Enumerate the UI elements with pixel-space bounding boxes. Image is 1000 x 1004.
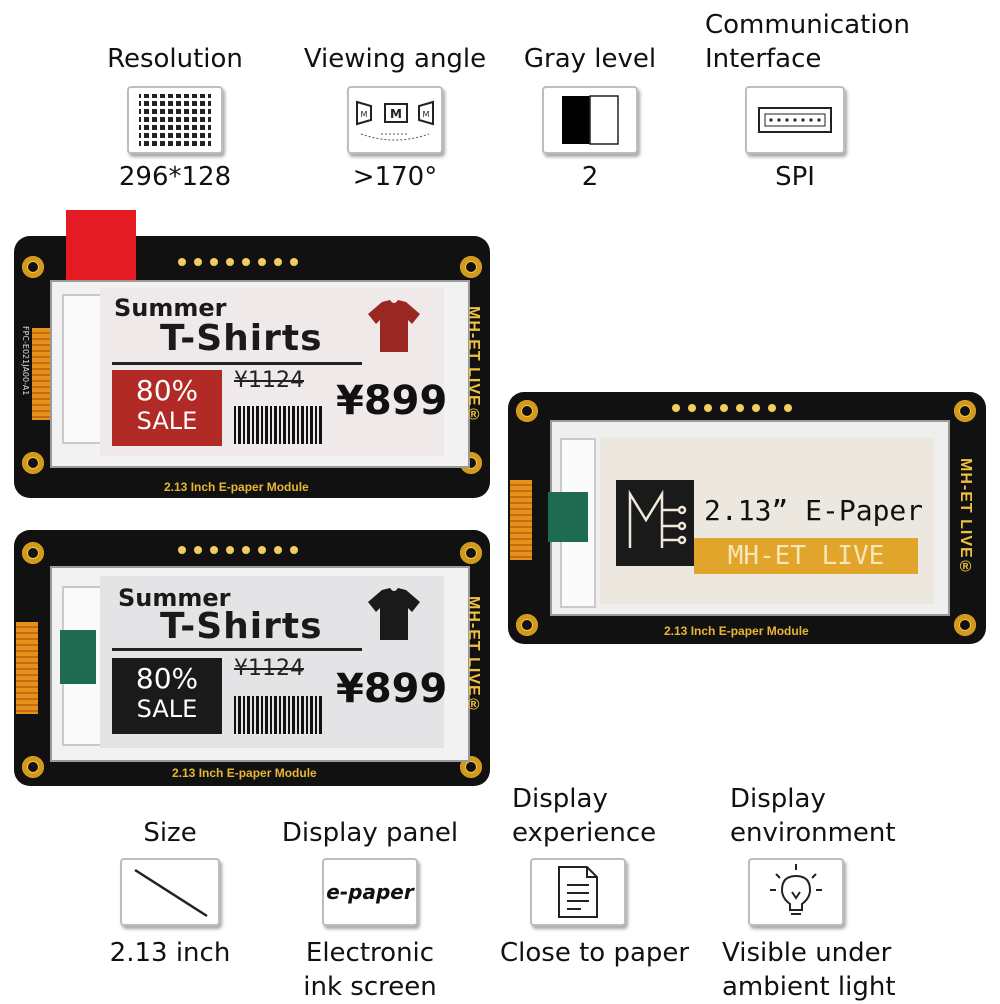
mount-hole — [460, 542, 482, 564]
spec-label: experience — [512, 818, 657, 848]
brand-banner: MH-ET LIVE — [694, 538, 918, 574]
dot-grid-icon — [127, 86, 223, 154]
spec-label: Display panel — [281, 818, 459, 848]
fpc-ribbon — [510, 480, 532, 560]
spec-label: environment — [730, 818, 896, 848]
tshirt-icon — [364, 296, 424, 360]
old-price: ¥1124 — [234, 368, 304, 393]
tshirt-icon — [364, 584, 424, 648]
spec-display-environment: Display environment Visible under ambien… — [722, 782, 912, 1004]
spec-value: Close to paper — [500, 938, 690, 968]
discount-text: 80% — [135, 662, 199, 695]
mount-hole — [954, 614, 976, 636]
red-protective-tab — [66, 210, 136, 280]
gray-level-icon — [542, 86, 638, 154]
headline-tshirts: T-Shirts — [160, 318, 323, 359]
board-label: 2.13 Inch E-paper Module — [164, 480, 309, 494]
spec-label: Communication — [705, 10, 910, 40]
mount-hole — [22, 756, 44, 778]
sale-text: SALE — [136, 695, 198, 723]
diagonal-size-icon — [120, 858, 220, 926]
mount-hole — [22, 452, 44, 474]
spec-value: ink screen — [303, 972, 437, 1002]
mount-hole — [516, 400, 538, 422]
spec-label: Size — [143, 818, 197, 848]
new-price: ¥899 — [336, 666, 448, 712]
old-price: ¥1124 — [234, 656, 304, 681]
headline-summer: Summer — [114, 294, 227, 322]
panel-mount-white — [62, 294, 102, 444]
epaper-module-yellow: 2.13” E-Paper MH-ET LIVE MH-ET LIVE® 2.1… — [508, 392, 986, 644]
e-paper-icon: e-paper — [322, 858, 418, 926]
spec-label: Display — [512, 784, 608, 814]
sale-badge: 80% SALE — [112, 370, 222, 446]
spec-value: Visible under — [722, 938, 892, 968]
discount-text: 80% — [135, 374, 199, 407]
connector-icon — [745, 86, 845, 154]
fpc-label: FPC-E021JA00-A1 — [21, 326, 30, 396]
sale-text: SALE — [136, 407, 198, 435]
board-label: 2.13 Inch E-paper Module — [172, 766, 317, 780]
mount-hole — [954, 400, 976, 422]
spec-value: 2 — [581, 162, 599, 192]
brand-vertical: MH-ET LIVE® — [957, 458, 974, 577]
angle-letter-center: M — [390, 107, 402, 121]
viewing-angle-icon: M M M — [347, 86, 443, 154]
document-icon — [530, 858, 626, 926]
epaper-module-black: Summer T-Shirts 80% SALE ¥1124 ¥899 MH-E… — [14, 530, 490, 786]
angle-letter-right: M — [423, 110, 430, 119]
headline-tshirts: T-Shirts — [160, 606, 323, 647]
display-area: Summer T-Shirts 80% SALE ¥1124 ¥899 — [100, 288, 448, 456]
spec-gray-level: Gray level 2 — [515, 42, 665, 194]
display-area: Summer T-Shirts 80% SALE ¥1124 ¥899 — [100, 576, 448, 748]
headline-summer: Summer — [118, 584, 231, 612]
spec-value: >170° — [352, 162, 438, 192]
spec-value: 2.13 inch — [109, 938, 231, 968]
mount-hole — [516, 614, 538, 636]
green-tab — [548, 492, 588, 542]
fpc-ribbon — [16, 622, 38, 714]
display-area: 2.13” E-Paper MH-ET LIVE — [600, 438, 934, 604]
spec-value: SPI — [775, 162, 815, 192]
spec-display-panel: Display panel e-paper Electronic ink scr… — [280, 816, 460, 1004]
sale-badge: 80% SALE — [112, 658, 222, 734]
e-paper-icon-text: e-paper — [326, 880, 414, 904]
green-tab — [60, 630, 96, 684]
logo-chip-icon — [616, 480, 694, 566]
spec-display-experience: Display experience Close to paper — [500, 782, 700, 970]
divider-line — [112, 362, 362, 365]
brand-vertical: MH-ET LIVE® — [465, 306, 482, 425]
spec-resolution: Resolution 296*128 — [95, 42, 255, 194]
spec-viewing-angle: Viewing angle M M M >170° — [300, 42, 490, 194]
spec-label: Resolution — [107, 44, 243, 74]
fpc-ribbon — [32, 328, 50, 420]
spec-size: Size 2.13 inch — [95, 816, 245, 970]
brand-banner-text: MH-ET LIVE — [727, 541, 885, 571]
epaper-module-red: FPC-E021JA00-A1 Summer T-Shirts 80% SALE… — [14, 236, 490, 498]
new-price: ¥899 — [336, 378, 448, 424]
spec-label: Gray level — [523, 44, 657, 74]
spec-communication-interface: Communication Interface SPI — [705, 8, 925, 194]
lightbulb-icon — [748, 858, 844, 926]
spec-value: 296*128 — [118, 162, 232, 192]
mount-hole — [22, 256, 44, 278]
spec-value: Electronic — [305, 938, 435, 968]
angle-letter-left: M — [361, 110, 368, 119]
spec-value: ambient light — [722, 972, 896, 1002]
mount-hole — [22, 542, 44, 564]
barcode — [234, 696, 322, 734]
barcode — [234, 406, 322, 444]
spec-label: Viewing angle — [303, 44, 487, 74]
spec-label: Interface — [705, 44, 822, 74]
board-label: 2.13 Inch E-paper Module — [664, 624, 809, 638]
brand-vertical: MH-ET LIVE® — [465, 596, 482, 715]
epaper-title: 2.13” E-Paper — [704, 494, 924, 527]
divider-line — [112, 648, 362, 651]
spec-label: Display — [730, 784, 826, 814]
mount-hole — [460, 256, 482, 278]
